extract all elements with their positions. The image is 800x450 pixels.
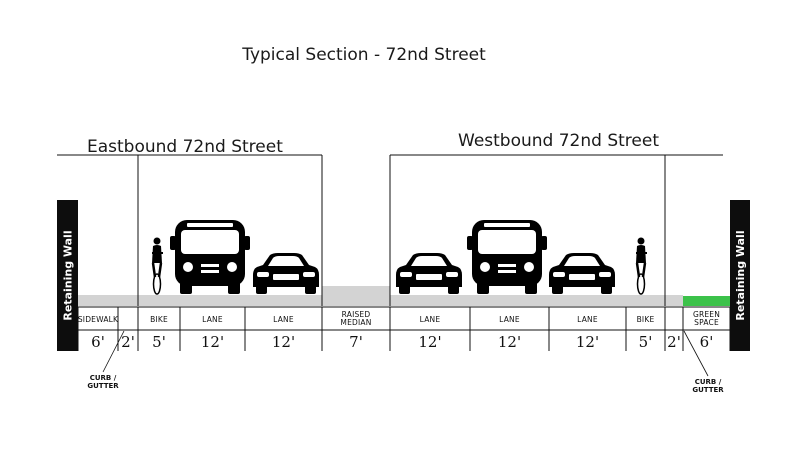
segment-width: 6' — [700, 333, 714, 351]
segment-label: BIKE — [637, 315, 655, 324]
bus-headlight — [183, 262, 193, 272]
car-grille — [569, 274, 595, 280]
eastbound-bus-icon — [170, 220, 250, 294]
segment-width: 12' — [201, 333, 224, 351]
car-windshield — [564, 256, 600, 266]
car-headlight — [303, 272, 315, 277]
car-body — [396, 253, 462, 287]
car-wheel — [305, 285, 316, 294]
bike-wheel — [636, 273, 646, 295]
curb-left-label: GUTTER — [87, 382, 119, 390]
segment-width: 12' — [576, 333, 599, 351]
car-wheel — [256, 285, 267, 294]
segment-label: LANE — [499, 315, 520, 324]
segment-width: 2' — [667, 333, 681, 351]
car-windshield — [268, 256, 304, 266]
diagram-title: Typical Section - 72nd Street — [241, 45, 486, 65]
segment-label: LANE — [577, 315, 598, 324]
westbound-bus-icon — [467, 220, 547, 294]
segment-label: RAISED — [342, 310, 371, 319]
car-body — [549, 253, 615, 287]
curb-left-label: CURB / — [90, 374, 117, 382]
segment-label: LANE — [202, 315, 223, 324]
bus-headlight — [480, 262, 490, 272]
bus-windshield — [181, 230, 239, 254]
eastbound-bicycle-icon — [151, 237, 163, 295]
bus-wheel — [180, 282, 192, 294]
car-wheel — [601, 285, 612, 294]
car-body — [253, 253, 319, 287]
car-headlight — [446, 272, 458, 277]
segment-label: MEDIAN — [340, 318, 371, 327]
curb-right-label: GUTTER — [692, 386, 724, 394]
car-headlight — [553, 272, 565, 277]
wall-label: Retaining Wall — [734, 230, 747, 320]
car-wheel — [448, 285, 459, 294]
segment-label: SIDEWALK — [78, 315, 119, 324]
segment-width: 12' — [498, 333, 521, 351]
curb-right-label: CURB / — [695, 378, 722, 386]
segment-width: 7' — [349, 333, 363, 351]
green-space-strip — [683, 296, 730, 306]
westbound-label: Westbound 72nd Street — [458, 131, 659, 151]
bus-sign — [484, 223, 530, 227]
rider-head — [637, 237, 645, 245]
bus-headlight — [227, 262, 237, 272]
bus-grille — [498, 264, 516, 267]
car-wheel — [399, 285, 410, 294]
curb-right-leader — [683, 330, 709, 377]
car-headlight — [400, 272, 412, 277]
bus-sign — [187, 223, 233, 227]
segment-width: 6' — [91, 333, 105, 351]
westbound-ground — [390, 295, 683, 306]
car-headlight — [599, 272, 611, 277]
car-headlight — [257, 272, 269, 277]
car-grille — [416, 274, 442, 280]
car-grille — [273, 274, 299, 280]
bus-wheel — [477, 282, 489, 294]
eastbound-ground — [78, 295, 322, 306]
rider-legs — [151, 262, 163, 278]
eastbound-label: Eastbound 72nd Street — [87, 137, 283, 157]
bus-mirror-right — [244, 236, 250, 250]
car-wheel — [552, 285, 563, 294]
car-windshield — [411, 256, 447, 266]
westbound-car-icon-1 — [396, 253, 462, 294]
bus-mirror-right — [541, 236, 547, 250]
rider-head — [153, 237, 161, 245]
segment-label: LANE — [420, 315, 441, 324]
bus-grille — [201, 270, 219, 273]
segment-width: 12' — [272, 333, 295, 351]
retaining-wall-left — [57, 200, 78, 351]
bus-grille — [498, 270, 516, 273]
bus-mirror-left — [170, 236, 176, 250]
rider-legs — [635, 262, 647, 278]
segment-width: 12' — [418, 333, 441, 351]
retaining-wall-right — [730, 200, 750, 351]
bus-grille — [201, 264, 219, 267]
bus-windshield — [478, 230, 536, 254]
segment-label: SPACE — [694, 318, 719, 327]
bus-mirror-left — [467, 236, 473, 250]
segment-width: 2' — [121, 333, 135, 351]
segment-width: 5' — [639, 333, 653, 351]
segment-label: BIKE — [150, 315, 168, 324]
westbound-bicycle-icon — [635, 237, 647, 295]
bike-wheel — [152, 273, 162, 295]
bus-wheel — [228, 282, 240, 294]
curb-left-leader — [102, 330, 125, 373]
section-drawing: Eastbound 72nd Street Westbound 72nd Stre… — [57, 131, 750, 394]
bus-wheel — [525, 282, 537, 294]
bus-headlight — [524, 262, 534, 272]
westbound-car-icon-2 — [549, 253, 615, 294]
eastbound-car-icon — [253, 253, 319, 294]
wall-label: Retaining Wall — [62, 230, 75, 320]
segment-label: LANE — [273, 315, 294, 324]
segment-width: 5' — [152, 333, 166, 351]
segment-label: GREEN — [693, 310, 720, 319]
raised-median-ground — [322, 286, 390, 306]
